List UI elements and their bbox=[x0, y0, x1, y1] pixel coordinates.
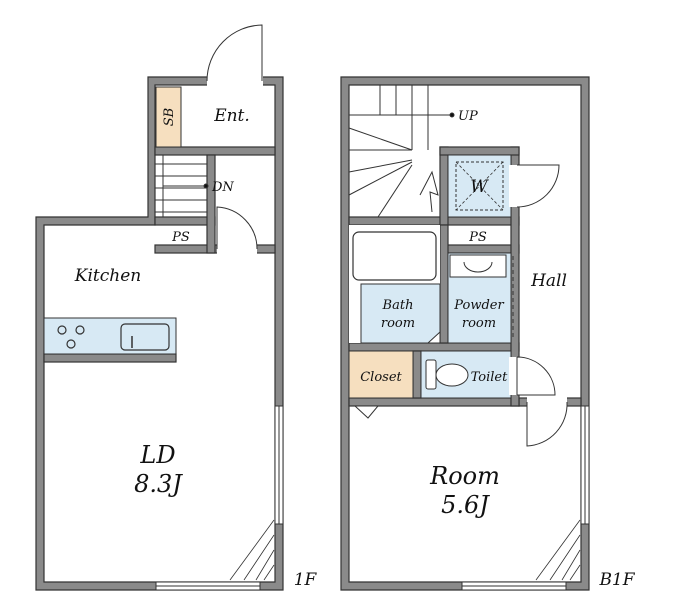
label-floor-1f: 1F bbox=[294, 570, 318, 590]
label-room-size: 5.6J bbox=[441, 491, 490, 519]
floor-1f: SB Ent. DN PS Kitchen LD 8.3J 1F bbox=[35, 24, 318, 591]
label-bath-line1: Bath bbox=[382, 298, 414, 313]
label-powder-line2: room bbox=[462, 316, 496, 331]
washer-pan bbox=[455, 161, 504, 211]
wall-b1f-horizontal-3 bbox=[348, 397, 520, 407]
label-room-name: Room bbox=[429, 462, 500, 490]
wall-b1f-ps bbox=[442, 244, 520, 254]
label-pipe-space-b1f: PS bbox=[468, 230, 487, 245]
washer-area bbox=[447, 154, 512, 218]
hall-door-swing[interactable] bbox=[516, 164, 560, 208]
window-bottom-b1f bbox=[461, 581, 567, 591]
room-door-swing[interactable] bbox=[526, 401, 568, 447]
label-pipe-space-1f: PS bbox=[171, 230, 190, 245]
bathtub bbox=[352, 231, 437, 281]
window-bottom-1f bbox=[155, 581, 261, 591]
label-toilet: Toilet bbox=[471, 370, 508, 385]
hall-door-opening bbox=[509, 165, 521, 207]
toilet-tank bbox=[425, 359, 437, 390]
label-washer: W bbox=[470, 177, 489, 197]
stairs-1f bbox=[155, 155, 209, 217]
entrance-door-swing[interactable] bbox=[206, 24, 263, 82]
window-right-1f bbox=[274, 405, 284, 525]
stair-door-opening bbox=[217, 243, 257, 255]
bath-door-icon bbox=[426, 330, 441, 344]
balcony-hatch-b1f bbox=[535, 519, 581, 581]
washer-diag-2 bbox=[455, 161, 504, 211]
label-shoe-box: SB bbox=[162, 108, 177, 126]
toilet-bowl bbox=[435, 363, 469, 387]
vanity bbox=[449, 254, 507, 278]
toilet-door-swing[interactable] bbox=[516, 356, 556, 396]
label-stairs-down: DN bbox=[211, 180, 234, 195]
toilet-door-opening bbox=[509, 357, 521, 395]
label-floor-b1f: B1F bbox=[598, 570, 635, 590]
wall-b1f-horizontal-1 bbox=[348, 216, 520, 226]
closet-door-icon bbox=[353, 405, 380, 419]
label-entrance: Ent. bbox=[213, 106, 250, 126]
bath-floor bbox=[360, 283, 441, 344]
wall-ent-lower bbox=[154, 146, 276, 156]
wall-b1f-washer-top bbox=[439, 146, 520, 156]
wall-b1f-horizontal-2 bbox=[348, 342, 520, 352]
washer-diag-1 bbox=[455, 161, 504, 211]
label-bath-line2: room bbox=[381, 316, 415, 331]
label-closet: Closet bbox=[360, 370, 402, 385]
wall-stair-right bbox=[206, 154, 216, 254]
label-hall: Hall bbox=[530, 271, 567, 291]
label-kitchen: Kitchen bbox=[74, 266, 141, 286]
label-powder-line1: Powder bbox=[453, 298, 504, 313]
room-door-opening bbox=[527, 396, 567, 408]
stair-door-swing[interactable] bbox=[216, 206, 258, 250]
kitchen-counter bbox=[43, 317, 177, 355]
closet-area bbox=[348, 350, 414, 399]
stove-icon bbox=[57, 325, 85, 349]
label-ld-size: 8.3J bbox=[134, 470, 183, 498]
balcony-hatch-1f bbox=[229, 519, 275, 581]
label-ld-name: LD bbox=[139, 441, 175, 469]
wall-b1f-washer-left bbox=[439, 146, 449, 226]
stairs-b1f bbox=[348, 85, 455, 218]
label-stairs-up: UP bbox=[458, 109, 478, 124]
shoe-box-area bbox=[155, 86, 182, 148]
sink-icon bbox=[120, 323, 170, 351]
wall-b1f-closet-right bbox=[412, 350, 422, 399]
floor-b1f: UP W PS Hall Bath room Powder room Close… bbox=[340, 76, 636, 591]
entrance-door-opening bbox=[207, 75, 263, 87]
floor-b1f-walls bbox=[340, 76, 590, 591]
wall-stair-bottom bbox=[154, 216, 216, 226]
basin-icon bbox=[463, 261, 493, 273]
wall-kitchen-counter bbox=[43, 353, 177, 363]
wall-b1f-bath-right bbox=[439, 224, 449, 344]
window-right-b1f bbox=[580, 405, 590, 525]
